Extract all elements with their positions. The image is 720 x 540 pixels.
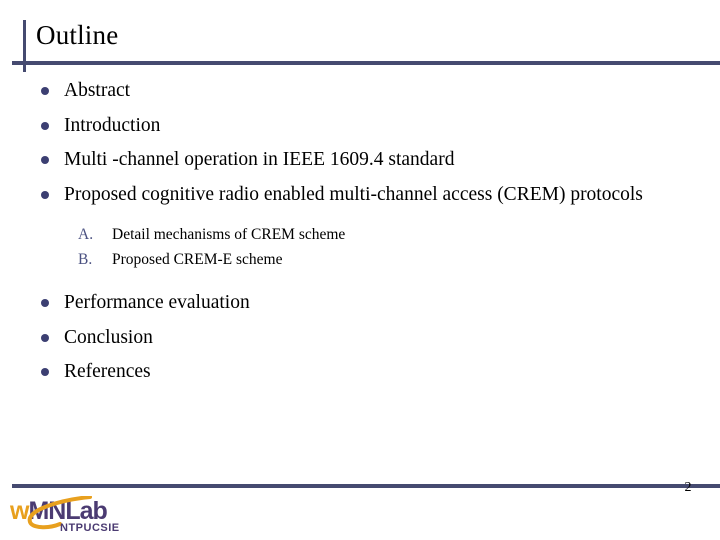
list-item-label: Proposed cognitive radio enabled multi-c… [64, 183, 643, 205]
logo-wordmark: wMNLab [10, 497, 108, 525]
outline-top-list: Abstract Introduction Multi -channel ope… [0, 74, 720, 212]
bullet-dot-icon [41, 121, 49, 130]
sub-item-label: Detail mechanisms of CREM scheme [112, 226, 346, 243]
logo-letter-w: w [10, 497, 29, 525]
list-item: A. Detail mechanisms of CREM scheme [0, 222, 720, 247]
page-number: 2 [684, 480, 692, 495]
outline-sub-list: A. Detail mechanisms of CREM scheme B. P… [0, 222, 720, 272]
logo-letter-m: M [28, 497, 49, 525]
sub-item-marker: B. [78, 251, 93, 268]
list-item-label: Abstract [64, 80, 131, 101]
outline-bottom-list: Performance evaluation Conclusion Refere… [0, 286, 720, 390]
bullet-dot-icon [41, 190, 49, 199]
page-title: Outline [36, 20, 119, 50]
footer-divider-line [12, 484, 720, 488]
wmnlab-logo: wMNLab NTPUCSIE [8, 496, 168, 538]
list-item: Conclusion [0, 321, 720, 356]
outline-content: Abstract Introduction Multi -channel ope… [0, 74, 720, 390]
logo-letter-n: N [48, 497, 66, 525]
sub-item-label: Proposed CREM-E scheme [112, 251, 283, 268]
bullet-dot-icon [41, 368, 49, 376]
title-vertical-accent-bar [23, 20, 26, 72]
list-item-label: Multi -channel operation in IEEE 1609.4 … [64, 149, 455, 170]
bullet-dot-icon [41, 299, 49, 307]
list-item-label: References [64, 361, 151, 382]
list-item: Proposed cognitive radio enabled multi-c… [0, 178, 720, 213]
logo-letters-lab: Lab [65, 497, 107, 525]
list-item: References [0, 355, 720, 390]
list-item-label: Introduction [64, 114, 161, 136]
list-item: Introduction [0, 109, 720, 144]
list-item-label: Performance evaluation [64, 292, 250, 313]
bullet-dot-icon [41, 87, 49, 95]
list-item-label: Conclusion [64, 326, 153, 348]
list-item: Abstract [0, 74, 720, 109]
bullet-dot-icon [41, 333, 49, 342]
slide-title-area: Outline [0, 0, 720, 80]
list-item: Multi -channel operation in IEEE 1609.4 … [0, 143, 720, 178]
logo-subtitle: NTPUCSIE [60, 522, 120, 534]
bullet-dot-icon [41, 156, 49, 164]
sub-item-marker: A. [78, 226, 94, 243]
title-divider-line [12, 61, 720, 65]
list-item: B. Proposed CREM-E scheme [0, 247, 720, 272]
list-item: Performance evaluation [0, 286, 720, 321]
